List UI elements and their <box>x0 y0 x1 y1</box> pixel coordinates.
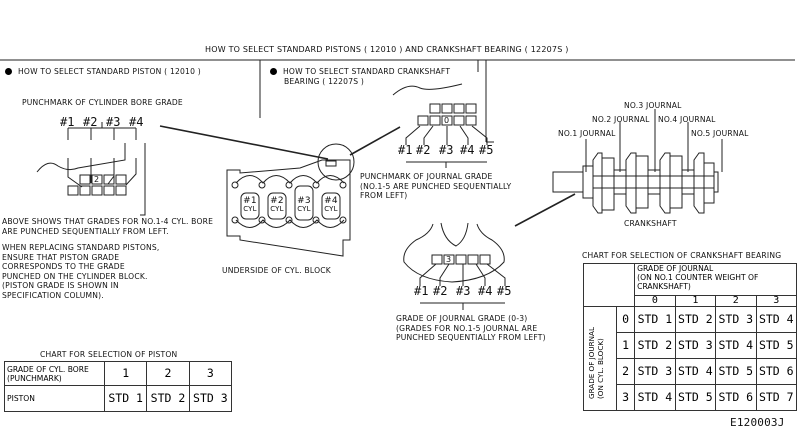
bullet-icon <box>270 68 277 75</box>
cylinder-block-outline <box>226 159 351 257</box>
bearing-std-cell: STD 5 <box>755 332 798 359</box>
crank-punched-grade: 0 <box>444 116 450 125</box>
piston-chart-table: GRADE OF CYL. BORE (PUNCHMARK) 1 2 3 PIS… <box>4 361 233 412</box>
page-title: HOW TO SELECT STANDARD PISTONS ( 12010 )… <box>205 45 569 54</box>
counterweight-punched-grade: 3 <box>446 255 452 264</box>
bearing-chart-col-header: GRADE OF JOURNAL (ON NO.1 COUNTER WEIGHT… <box>634 263 797 296</box>
bearing-std-cell: STD 6 <box>715 384 757 411</box>
bearing-std-cell: STD 5 <box>674 384 717 411</box>
piston-punchmark-label: PUNCHMARK OF CYLINDER BORE GRADE <box>22 98 183 107</box>
piston-chart-std-cell: STD 2 <box>146 385 190 412</box>
bearing-std-cell: STD 1 <box>634 306 676 333</box>
bearing-std-cell: STD 6 <box>755 358 798 385</box>
arrow-to-journal-grade <box>349 126 401 156</box>
cw-journal-number-2: #2 <box>433 284 448 298</box>
piston-note-2: WHEN REPLACING STANDARD PISTONS, ENSURE … <box>2 243 160 300</box>
bearing-chart-title: CHART FOR SELECTION OF CRANKSHAFT BEARIN… <box>582 251 782 260</box>
bearing-std-cell: STD 3 <box>715 306 757 333</box>
bearing-chart-row-header: GRADE OF JOURNAL (ON CYL. BLOCK) <box>583 306 617 411</box>
bearing-row-grade: 3 <box>615 384 636 411</box>
journal-number-5: #5 <box>479 143 494 157</box>
bearing-row-grade: 1 <box>615 332 636 359</box>
bearing-std-cell: STD 3 <box>634 358 676 385</box>
bearing-col-grade: 3 <box>755 295 798 307</box>
piston-punched-grade: 2 <box>94 175 100 184</box>
journal-label-2: NO.2 JOURNAL <box>592 115 650 124</box>
arrow-to-counterweight <box>514 193 576 227</box>
bearing-std-cell: STD 3 <box>674 332 717 359</box>
journal-grade-label: GRADE OF JOURNAL GRADE (0-3) (GRADES FOR… <box>396 314 546 342</box>
journal-number-1: #1 <box>398 143 413 157</box>
journal-punchmark-label: PUNCHMARK OF JOURNAL GRADE (NO.1-5 ARE P… <box>360 172 512 200</box>
crank-heading: HOW TO SELECT STANDARD CRANKSHAFT BEARIN… <box>270 67 450 86</box>
journal-number-3: #3 <box>439 143 454 157</box>
piston-chart-std-cell: STD 3 <box>188 385 233 412</box>
bearing-col-grade: 0 <box>634 295 676 307</box>
bearing-std-cell: STD 5 <box>715 358 757 385</box>
bearing-std-cell: STD 4 <box>634 384 676 411</box>
bearing-std-cell: STD 4 <box>715 332 757 359</box>
cw-journal-number-4: #4 <box>478 284 493 298</box>
bullet-icon <box>5 68 12 75</box>
bearing-std-cell: STD 7 <box>755 384 798 411</box>
piston-heading: HOW TO SELECT STANDARD PISTON ( 12010 ) <box>5 67 201 77</box>
cyl-number-1: #1 <box>60 115 75 129</box>
piston-chart-row-header-piston: PISTON <box>4 385 105 412</box>
block-caption: UNDERSIDE OF CYL. BLOCK <box>222 266 331 275</box>
bearing-col-grade: 2 <box>715 295 757 307</box>
bearing-std-cell: STD 4 <box>674 358 717 385</box>
bearing-col-grade: 1 <box>674 295 717 307</box>
piston-chart-std-cell: STD 1 <box>103 385 148 412</box>
bearing-std-cell: STD 4 <box>755 306 798 333</box>
bearing-std-cell: STD 2 <box>634 332 676 359</box>
piston-note-1: ABOVE SHOWS THAT GRADES FOR NO.1-4 CYL. … <box>2 217 214 236</box>
cw-journal-number-3: #3 <box>456 284 471 298</box>
bearing-chart-corner <box>582 263 636 307</box>
piston-chart-grade-cell: 3 <box>188 361 233 386</box>
journal-label-3: NO.3 JOURNAL <box>624 101 682 110</box>
cyl-number-3: #3 <box>106 115 121 129</box>
arrow-to-cyl-grade <box>159 125 329 160</box>
journal-label-1: NO.1 JOURNAL <box>558 129 616 138</box>
crankshaft-drawing <box>552 109 723 214</box>
bearing-std-cell: STD 2 <box>674 306 717 333</box>
cyl-number-2: #2 <box>83 115 98 129</box>
bearing-chart-table: GRADE OF JOURNAL (ON NO.1 COUNTER WEIGHT… <box>582 263 798 411</box>
counterweight-outline <box>403 223 505 283</box>
bearing-row-grade: 2 <box>615 358 636 385</box>
piston-chart-row-header-grade: GRADE OF CYL. BORE (PUNCHMARK) <box>4 361 105 386</box>
cw-journal-number-5: #5 <box>497 284 512 298</box>
piston-chart-grade-cell: 2 <box>146 361 190 386</box>
crankshaft-caption: CRANKSHAFT <box>624 219 677 228</box>
journal-number-4: #4 <box>460 143 475 157</box>
journal-number-2: #2 <box>416 143 431 157</box>
piston-chart-grade-cell: 1 <box>103 361 148 386</box>
journal-label-5: NO.5 JOURNAL <box>691 129 749 138</box>
cw-journal-number-1: #1 <box>414 284 429 298</box>
figure-id: E120003J <box>730 416 785 429</box>
cyl-number-4: #4 <box>129 115 144 129</box>
journal-label-4: NO.4 JOURNAL <box>658 115 716 124</box>
piston-chart-title: CHART FOR SELECTION OF PISTON <box>40 350 178 359</box>
bearing-row-grade: 0 <box>615 306 636 333</box>
